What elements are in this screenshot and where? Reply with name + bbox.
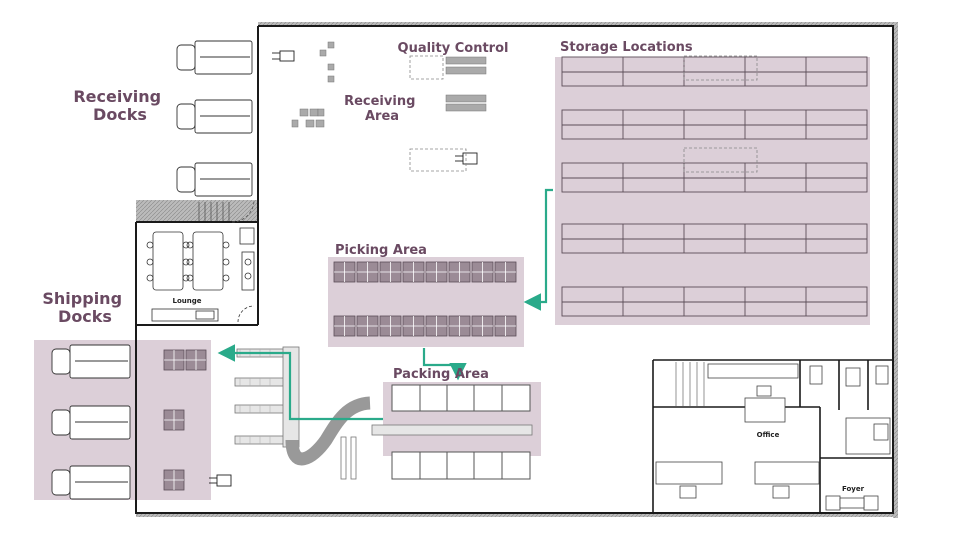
office-label: Office (757, 431, 780, 439)
receiving-area-pallets (291, 41, 487, 128)
receiving-docks-label-line1: Receiving (73, 87, 161, 106)
forklift-icon (209, 474, 232, 487)
pallet-grid-lines (403, 262, 424, 282)
truck-icon (176, 99, 253, 134)
pallet-grid-lines (449, 316, 470, 336)
office-block (652, 359, 893, 513)
storage-locations-zone (555, 57, 870, 325)
shipping-docks-label-line1: Shipping (42, 289, 122, 308)
pallet-grid-lines (380, 316, 401, 336)
truck-icon (176, 162, 253, 197)
receiving-area-label: Receiving Area (344, 94, 420, 124)
packing-stations (391, 384, 531, 480)
lounge-stairs (198, 199, 255, 223)
office-stairs (675, 362, 705, 406)
packing-to-shipping-arrow (217, 344, 383, 421)
truck-icon (51, 344, 131, 379)
storage-rack-row (561, 223, 868, 254)
storage-rack-row (561, 109, 868, 140)
picking-area-label: Picking Area (335, 243, 427, 258)
pallet-grid-lines (426, 316, 447, 336)
storage-rack-row (561, 162, 868, 193)
pallet-grid-lines (495, 262, 516, 282)
quality-control-label: Quality Control (398, 41, 509, 56)
shipping-pallets (163, 349, 207, 491)
office-furniture (655, 363, 891, 511)
picking-to-packing-arrow (422, 348, 467, 381)
receiving-area-label-line2: Area (365, 109, 399, 124)
pallet-grid-lines (403, 316, 424, 336)
pallet-grid-lines (380, 262, 401, 282)
pallet-grid-lines (334, 262, 355, 282)
pallet-grid-lines (334, 316, 355, 336)
foyer-label: Foyer (842, 485, 865, 493)
conveyor-hatching (239, 349, 271, 444)
shipping-docks-label: Shipping Docks (42, 289, 127, 326)
picking-area-grid (333, 261, 517, 337)
pallet-grid-lines (495, 316, 516, 336)
receiving-docks-label-line2: Docks (93, 105, 147, 124)
pallet-grid-lines (472, 316, 493, 336)
truck-icon (51, 465, 131, 500)
qc-staging-boxes (409, 55, 467, 172)
packing-area-label: Packing Area (393, 367, 489, 382)
truck-icon (176, 40, 253, 75)
storage-racks (561, 56, 868, 317)
shipping-docks-trucks (51, 344, 131, 500)
truck-icon (51, 405, 131, 440)
shipping-docks-label-line2: Docks (58, 307, 112, 326)
pallet-grid-lines (357, 262, 378, 282)
receiving-docks-label: Receiving Docks (73, 87, 166, 124)
pallet-grid-lines (426, 262, 447, 282)
lounge-room (146, 227, 255, 323)
forklift-icon (455, 152, 478, 165)
storage-rack-row (561, 56, 868, 87)
flow-arrows (217, 188, 553, 421)
storage-locations-label: Storage Locations (560, 40, 693, 55)
storage-to-picking-arrow (523, 188, 553, 311)
building-walls (135, 22, 898, 518)
forklift-icon (272, 50, 295, 62)
storage-rack-row (561, 286, 868, 317)
pallet-grid-lines (357, 316, 378, 336)
pallet-grid-lines (472, 262, 493, 282)
storage-dashed-slots (683, 55, 758, 173)
receiving-docks-trucks (176, 40, 253, 197)
lounge-label: Lounge (173, 297, 202, 305)
receiving-area-label-line1: Receiving (344, 94, 415, 109)
pallet-grid-lines (449, 262, 470, 282)
packing-tables-vertical (340, 436, 357, 480)
